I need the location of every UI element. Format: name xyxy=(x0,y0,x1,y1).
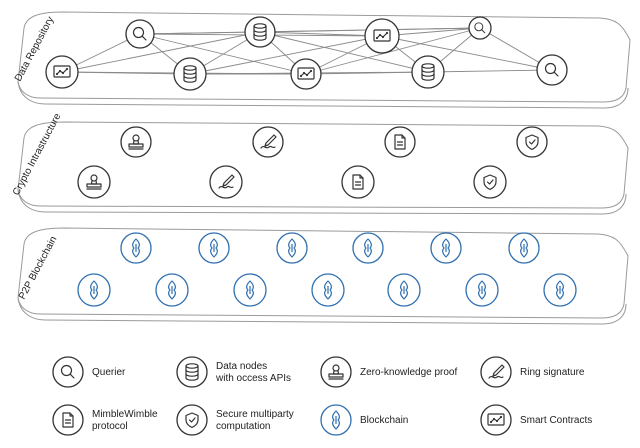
legend-item-zero-knowledge: Zero-knowledge proof xyxy=(320,356,457,388)
blockchain-icon xyxy=(508,232,540,264)
legend-label-secure-mpc-line2: computation xyxy=(216,421,270,432)
legend-label-data-nodes-line1: Data nodes xyxy=(216,361,267,372)
legend-label-secure-mpc-line1: Secure multiparty xyxy=(216,409,294,420)
legend-label-data-nodes-line2: with occess APIs xyxy=(215,373,291,384)
blockchain-icon xyxy=(276,232,308,264)
querier-icon xyxy=(536,54,568,86)
database-icon xyxy=(173,57,207,91)
querier-icon xyxy=(52,356,84,388)
layer-data-repository: Data Repository xyxy=(13,11,631,109)
blockchain-icon xyxy=(352,232,384,264)
smart-contract-icon xyxy=(480,404,512,436)
smart-contract-icon xyxy=(45,55,79,89)
pen-nib-icon xyxy=(480,356,512,388)
legend-label-mimblewimble-line1: MimbleWimble xyxy=(92,409,158,420)
blockchain-icon xyxy=(543,273,577,307)
pen-nib-icon xyxy=(252,126,284,158)
blockchain-icon xyxy=(198,232,230,264)
document-icon xyxy=(52,404,84,436)
legend-item-querier: Querier xyxy=(52,356,126,388)
stamp-icon xyxy=(120,126,152,158)
legend-item-blockchain: Blockchain xyxy=(320,404,408,436)
layer-p2p-blockchain: P2P Blockchain xyxy=(17,227,629,325)
document-icon xyxy=(341,165,375,199)
legend: Querier Data nodes with occess APIs Zero… xyxy=(52,356,592,436)
shield-check-icon xyxy=(516,126,548,158)
blockchain-icon xyxy=(465,273,499,307)
smart-contract-icon xyxy=(290,58,322,90)
legend-label-zero-knowledge: Zero-knowledge proof xyxy=(360,367,457,378)
document-icon xyxy=(384,126,416,158)
legend-item-data-nodes: Data nodes with occess APIs xyxy=(176,356,291,388)
database-icon xyxy=(176,356,208,388)
legend-item-ring-signature: Ring signature xyxy=(480,356,585,388)
blockchain-icon xyxy=(120,232,152,264)
legend-item-smart-contracts: Smart Contracts xyxy=(480,404,592,436)
stamp-icon xyxy=(320,356,352,388)
stamp-icon xyxy=(77,165,111,199)
legend-item-secure-mpc: Secure multiparty computation xyxy=(176,404,294,436)
shield-check-icon xyxy=(176,404,208,436)
blockchain-icon xyxy=(155,273,189,307)
blockchain-icon xyxy=(320,404,352,436)
pen-nib-icon xyxy=(209,165,243,199)
layer-crypto-infrastructure: Crypto Intrastructure xyxy=(11,111,629,215)
legend-label-blockchain: Blockchain xyxy=(360,415,408,426)
database-icon xyxy=(244,16,276,48)
blockchain-icon xyxy=(430,232,462,264)
legend-label-ring-signature: Ring signature xyxy=(520,367,585,378)
legend-label-querier: Querier xyxy=(92,367,126,378)
shield-check-icon xyxy=(473,165,507,199)
legend-label-mimblewimble-line2: protocol xyxy=(92,421,128,432)
smart-contract-icon xyxy=(364,18,400,54)
database-icon xyxy=(411,55,445,89)
querier-icon xyxy=(125,19,155,49)
legend-label-smart-contracts: Smart Contracts xyxy=(520,415,592,426)
blockchain-icon xyxy=(387,273,421,307)
blockchain-icon xyxy=(311,273,345,307)
querier-icon xyxy=(468,16,492,40)
blockchain-icon xyxy=(233,273,267,307)
blockchain-icon xyxy=(77,273,111,307)
legend-item-mimblewimble: MimbleWimble protocol xyxy=(52,404,158,436)
